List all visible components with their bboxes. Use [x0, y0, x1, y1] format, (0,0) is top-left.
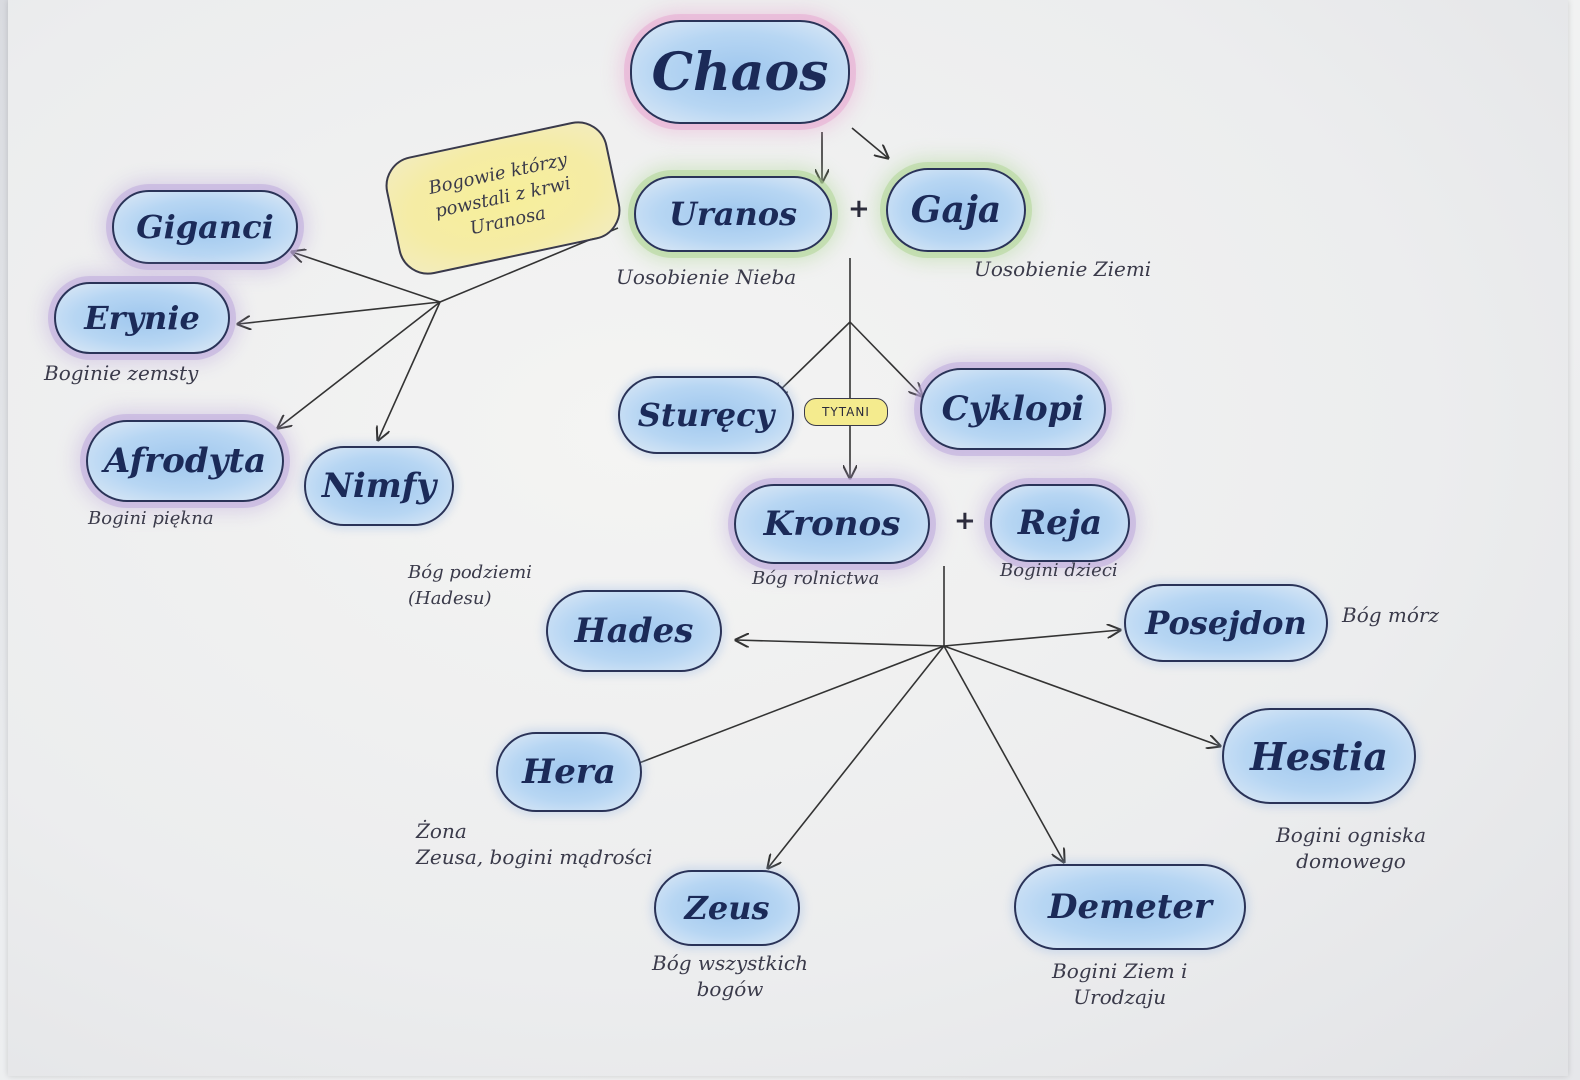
desc-hestia: Bogini ogniska domowego	[1276, 823, 1426, 873]
arrow-hub-demeter	[943, 645, 1064, 862]
node-zeus: Zeus	[654, 870, 800, 946]
arrow-titans-sturecy	[774, 321, 851, 396]
node-giganci: Giganci	[112, 190, 298, 264]
node-afrodyta: Afrodyta	[86, 420, 284, 502]
desc-erynie: Boginie zemsty	[44, 361, 199, 385]
node-demeter: Demeter	[1014, 864, 1246, 950]
node-uranos: Uranos	[634, 176, 832, 252]
arrow-hub-nimfy	[378, 301, 441, 440]
node-hades: Hades	[546, 590, 722, 672]
desc-gaja: Uosobienie Ziemi	[974, 257, 1152, 281]
arrow-titans-cyklopi	[849, 321, 922, 396]
arrow-hub-zeus	[768, 645, 945, 868]
desc-afrodyta: Bogini piękna	[88, 508, 214, 529]
desc-kronos: Bóg rolnictwa	[752, 568, 880, 589]
node-sturecy: Sturęcy	[618, 376, 794, 454]
desc-posejdon: Bóg mórz	[1342, 603, 1440, 627]
desc-zeus: Bóg wszystkich bogów	[652, 951, 809, 1001]
plus-uranos-gaja: +	[848, 194, 870, 224]
node-reja: Reja	[990, 484, 1130, 562]
arrow-hub-giganci	[292, 252, 441, 303]
desc-uranos: Uosobienie Nieba	[616, 265, 797, 289]
node-chaos: Chaos	[630, 20, 850, 124]
arrow-hub-posejdon	[943, 630, 1120, 647]
arrow-hub-hestia	[943, 645, 1220, 746]
arrow-hub-afrodyta	[278, 301, 441, 428]
node-kronos: Kronos	[734, 484, 930, 564]
node-nimfy: Nimfy	[304, 446, 454, 526]
node-gaja: Gaja	[886, 168, 1026, 252]
plus-kronos-reja: +	[954, 506, 976, 536]
desc-demeter: Bogini Ziem i Urodzaju	[1052, 959, 1188, 1009]
node-cyklopi: Cyklopi	[920, 368, 1106, 450]
arrow-hub-erynie	[238, 301, 441, 324]
node-hera: Hera	[496, 732, 642, 812]
arrow-chaos-gaja	[851, 127, 888, 158]
desc-reja: Bogini dzieci	[1000, 560, 1118, 581]
desc-hera: Żona Zeusa, bogini mądrości	[416, 819, 653, 869]
node-posejdon: Posejdon	[1124, 584, 1328, 662]
desc-hades: Bóg podziemi (Hadesu)	[408, 562, 532, 609]
titans-label: TYTANI	[804, 398, 888, 426]
node-hestia: Hestia	[1222, 708, 1416, 804]
node-erynie: Erynie	[54, 282, 230, 354]
arrow-hub-hades	[736, 640, 945, 646]
arrow-hub-hera	[626, 645, 945, 768]
